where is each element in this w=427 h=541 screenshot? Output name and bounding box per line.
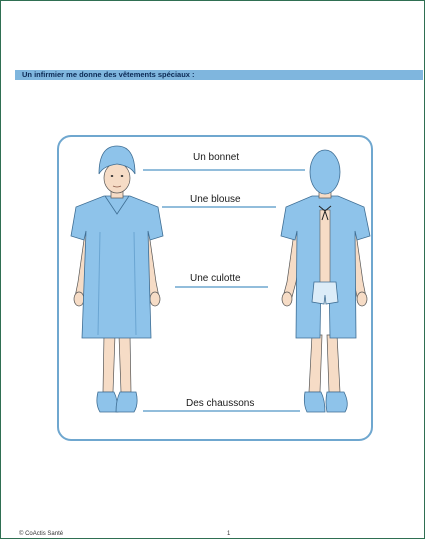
label-blouse: Une blouse: [190, 194, 241, 205]
label-bonnet: Un bonnet: [193, 152, 239, 163]
footer-page-number: 1: [227, 530, 230, 538]
connector-lines: [143, 170, 305, 411]
footer-copyright: © CoActis Santé: [19, 530, 63, 538]
back-figure: [281, 150, 370, 412]
front-figure: [71, 146, 163, 412]
label-culotte: Une culotte: [190, 273, 241, 284]
label-chaussons: Des chaussons: [186, 398, 254, 409]
